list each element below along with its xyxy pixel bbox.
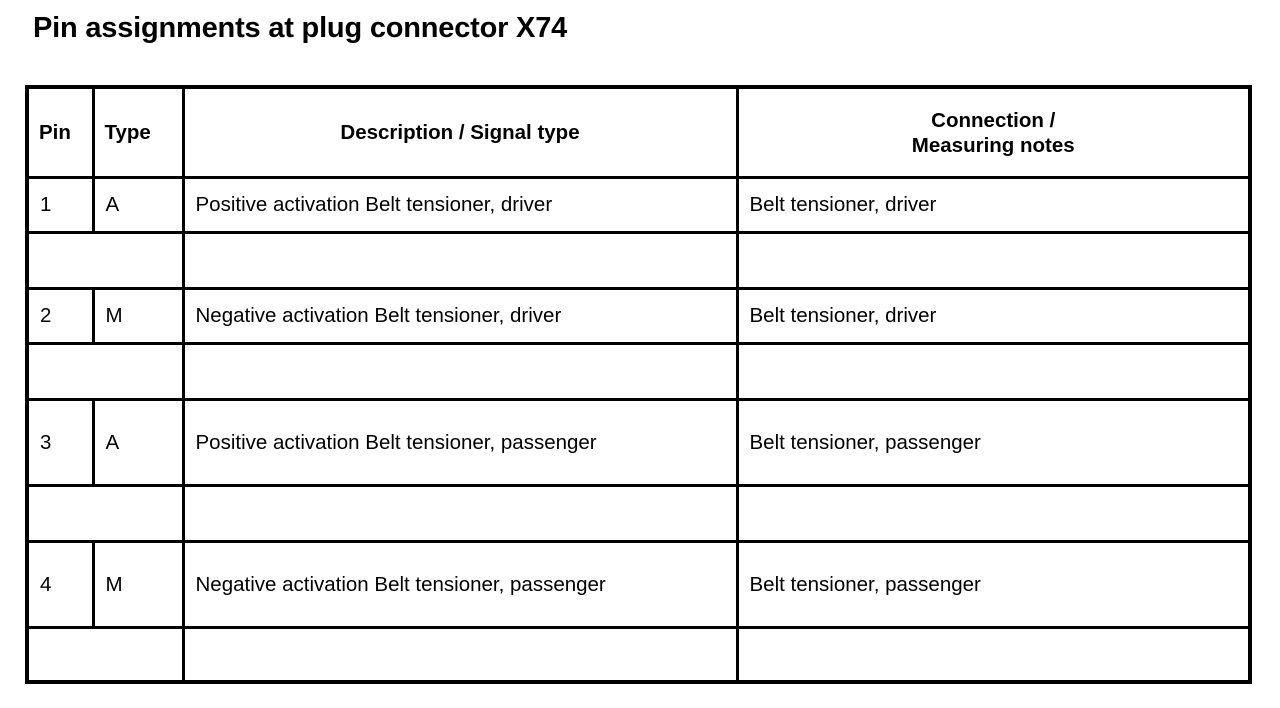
cell-connection: Belt tensioner, passenger xyxy=(735,398,1252,487)
cell-description-text xyxy=(185,252,206,269)
cell-type-text: A xyxy=(105,430,120,454)
table-spacer-row xyxy=(25,626,1252,684)
cell-pin-type xyxy=(25,626,185,684)
cell-connection: Belt tensioner, driver xyxy=(735,176,1252,234)
cell-type: A xyxy=(91,398,185,487)
column-header-type-label: Type xyxy=(104,121,151,144)
cell-connection-text: Belt tensioner, driver xyxy=(749,304,937,327)
cell-pin: 1 xyxy=(25,176,95,234)
table-row: 4 M Negative activation Belt tensioner, pa… xyxy=(25,540,1252,629)
cell-connection-text: Belt tensioner, driver xyxy=(749,193,937,216)
cell-description-text xyxy=(185,363,206,380)
cell-description xyxy=(181,231,739,290)
cell-description-text: Positive activation Belt tensioner, pass… xyxy=(195,430,597,454)
cell-connection xyxy=(735,626,1252,684)
column-header-connection-line2: Measuring notes xyxy=(911,133,1075,157)
column-header-pin-label: Pin xyxy=(39,121,71,144)
table-header-row: Pin Type Description / Signal type Conne… xyxy=(25,85,1252,179)
cell-connection-text xyxy=(739,646,760,663)
cell-pin-type-text xyxy=(29,252,50,269)
column-header-description: Description / Signal type xyxy=(181,85,739,179)
cell-description: Positive activation Belt tensioner, driv… xyxy=(181,176,739,234)
cell-type-text: M xyxy=(105,572,123,596)
cell-connection-text xyxy=(739,505,760,522)
column-header-description-label: Description / Signal type xyxy=(340,121,580,144)
table-header: Pin Type Description / Signal type Conne… xyxy=(25,85,1252,179)
cell-description-text: Negative activation Belt tensioner, driv… xyxy=(195,304,562,327)
cell-pin-text: 1 xyxy=(40,193,52,216)
cell-description-text: Positive activation Belt tensioner, driv… xyxy=(195,193,553,216)
page-title: Pin assignments at plug connector X74 xyxy=(33,12,568,44)
cell-pin: 4 xyxy=(25,540,95,629)
cell-connection xyxy=(735,342,1252,401)
cell-pin: 3 xyxy=(25,398,95,487)
cell-description-text: Negative activation Belt tensioner, pass… xyxy=(195,572,606,596)
cell-description: Positive activation Belt tensioner, pass… xyxy=(181,398,739,487)
cell-type: M xyxy=(91,540,185,629)
cell-description xyxy=(181,484,739,543)
cell-description-text xyxy=(185,505,206,522)
cell-connection xyxy=(735,484,1252,543)
cell-pin-type-text xyxy=(29,363,50,380)
pin-assignments-table: Pin Type Description / Signal type Conne… xyxy=(25,85,1252,684)
cell-description: Negative activation Belt tensioner, driv… xyxy=(181,287,739,345)
cell-type: A xyxy=(91,176,185,234)
cell-connection: Belt tensioner, passenger xyxy=(735,540,1252,629)
cell-description xyxy=(181,342,739,401)
cell-pin-text: 4 xyxy=(40,572,52,596)
cell-pin-text: 2 xyxy=(40,304,52,327)
cell-connection-text xyxy=(739,363,760,380)
cell-pin-type xyxy=(25,342,185,401)
cell-pin-type xyxy=(25,484,185,543)
table-row: 1 A Positive activation Belt tensioner, dr… xyxy=(25,176,1252,234)
table-spacer-row xyxy=(25,231,1252,290)
cell-pin-type-text xyxy=(29,646,50,663)
cell-description-text xyxy=(185,646,206,663)
cell-connection-text xyxy=(739,252,760,269)
table-spacer-row xyxy=(25,342,1252,401)
cell-pin-type-text xyxy=(29,505,50,522)
cell-connection xyxy=(735,231,1252,290)
cell-pin-type xyxy=(25,231,185,290)
table-row: 3 A Positive activation Belt tensioner, pa… xyxy=(25,398,1252,487)
cell-type-text: M xyxy=(105,304,123,327)
cell-type: M xyxy=(91,287,185,345)
table-spacer-row xyxy=(25,484,1252,543)
column-header-connection: Connection / Measuring notes xyxy=(735,85,1252,179)
column-header-pin: Pin xyxy=(25,85,95,179)
cell-pin-text: 3 xyxy=(40,430,52,454)
cell-description xyxy=(181,626,739,684)
table-row: 2 M Negative activation Belt tensioner, dr… xyxy=(25,287,1252,345)
cell-type-text: A xyxy=(105,193,120,216)
cell-description: Negative activation Belt tensioner, pass… xyxy=(181,540,739,629)
column-header-connection-line1: Connection / xyxy=(931,108,1056,132)
cell-connection: Belt tensioner, driver xyxy=(735,287,1252,345)
column-header-type: Type xyxy=(91,85,185,179)
cell-connection-text: Belt tensioner, passenger xyxy=(749,430,981,454)
cell-pin: 2 xyxy=(25,287,95,345)
column-header-connection-label: Connection / Measuring notes xyxy=(739,108,1249,158)
cell-connection-text: Belt tensioner, passenger xyxy=(749,572,981,596)
